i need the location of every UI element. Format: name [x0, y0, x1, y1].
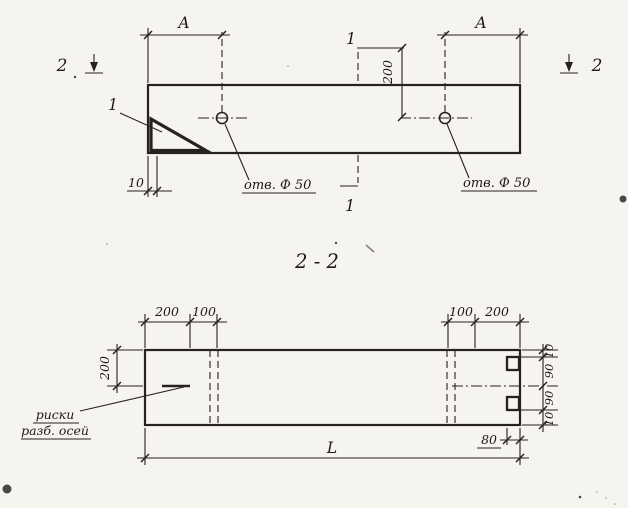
section-view: 2 - 2 200 100 100 200	[21, 250, 558, 465]
dim-tick	[443, 317, 453, 327]
dim-tick	[515, 435, 525, 445]
dim-tick	[538, 405, 548, 415]
section-view-title: 2 - 2	[294, 250, 339, 273]
dim-right-10-top-label: 10	[542, 344, 556, 359]
dim-a-right-label: A	[473, 14, 486, 32]
hole-right-label: отв. Ф 50	[463, 176, 530, 191]
dim-tick	[397, 112, 407, 122]
dim-tick	[440, 30, 450, 40]
section-2-right-label: 2	[591, 56, 603, 76]
dim-right-90-bottom-label: 90	[542, 391, 556, 406]
dim-tick	[538, 345, 548, 355]
dim-tick	[515, 453, 525, 463]
dim-tick	[212, 317, 222, 327]
paper-speck	[287, 65, 289, 67]
dim-tick	[397, 43, 407, 53]
groove-bottom	[505, 395, 521, 412]
dim-tl-200-label: 200	[154, 304, 179, 319]
plan-view: 1 A A 2 2 1 1	[56, 14, 603, 215]
dim-tr-100-label: 100	[449, 304, 473, 319]
dim-tick	[538, 381, 548, 391]
paper-speck	[73, 75, 77, 79]
paper-speck	[334, 241, 338, 245]
paper-speck	[578, 495, 582, 499]
section-1-bottom-label: 1	[345, 197, 355, 215]
paper-speck	[2, 484, 12, 494]
dim-length-label: L	[326, 439, 337, 457]
dim-tick	[470, 317, 480, 327]
dim-tick	[112, 345, 122, 355]
dim-left-200-label: 200	[97, 356, 112, 381]
groove-top	[505, 355, 521, 372]
dim-a-left-label: A	[176, 14, 189, 32]
dim-tick	[185, 317, 195, 327]
dim-tr-200-label: 200	[484, 304, 509, 319]
dim-tick	[515, 317, 525, 327]
callout-leader-line	[119, 112, 163, 133]
paper-speck	[605, 497, 607, 499]
dim-tick	[152, 186, 162, 196]
section-2-left-arrowhead	[90, 62, 98, 72]
dim-tick	[140, 453, 150, 463]
paper-speck	[596, 491, 598, 493]
hole-right-leader	[446, 123, 470, 179]
dim-80-label: 80	[481, 432, 497, 447]
section-2-left-label: 2	[56, 56, 68, 76]
paper-specks	[2, 65, 627, 505]
dim-tick	[217, 30, 227, 40]
note-leader	[79, 386, 185, 412]
note-line1: риски	[36, 407, 75, 422]
paper-speck	[619, 195, 627, 203]
dim-right-10-bottom-label: 10	[542, 412, 556, 427]
dim-tick	[538, 420, 548, 430]
dim-tick	[112, 381, 122, 391]
dim-tick	[143, 186, 153, 196]
section-2-right-arrowhead	[565, 62, 573, 72]
dim-tick	[515, 30, 525, 40]
dim-tl-100-label: 100	[192, 304, 216, 319]
section-beam-outline	[143, 348, 522, 427]
dim-tick	[140, 317, 150, 327]
paper-speck	[365, 244, 375, 253]
dim-200-label: 200	[380, 60, 395, 85]
hole-left-label: отв. Ф 50	[244, 178, 311, 193]
dim-10-label: 10	[128, 175, 144, 190]
dim-tick	[538, 352, 548, 362]
corner-callout-label: 1	[108, 96, 118, 114]
hole-left-leader	[224, 123, 250, 181]
paper-speck	[614, 503, 616, 505]
beam-outline	[146, 83, 522, 155]
paper-speck	[106, 243, 108, 245]
corner-detail-triangle	[149, 116, 213, 153]
dim-right-90-top-label: 90	[542, 364, 556, 379]
dim-tick	[143, 30, 153, 40]
dim-tick	[502, 435, 512, 445]
section-1-top-label: 1	[346, 30, 356, 48]
note-line2: разб. осей	[21, 423, 89, 438]
